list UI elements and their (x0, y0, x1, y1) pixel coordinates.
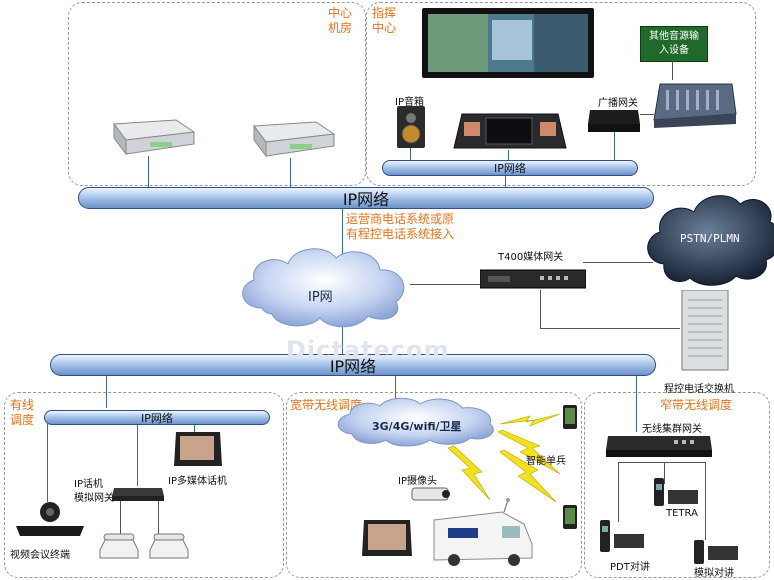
ip-multimedia-phone-icon (174, 432, 222, 466)
zone-label-command-center: 指挥 中心 (372, 6, 397, 35)
link-gw-phone1 (120, 500, 121, 534)
trunk-gateway-label: 无线集群网关 (642, 424, 702, 435)
lightning-bolt-4 (499, 413, 561, 427)
link-trunk-tetra (664, 462, 665, 484)
ip-network-command-label: IP网络 (494, 162, 526, 175)
link-speaker (410, 148, 411, 160)
ip-network-main-top: IP网络 (78, 187, 654, 209)
ip-camera-label: IP摄像头 (398, 476, 437, 487)
link-cmd-net (505, 176, 506, 188)
operator-access-label: 运营商电话系统或原 有程控电话系统接入 (346, 212, 455, 241)
zone-command-center (366, 2, 756, 186)
zone-label-broadband: 宽带无线调度 (290, 398, 363, 412)
pstn-cloud-label: PSTN/PLMN (680, 232, 740, 245)
zone-label-wired: 有线 调度 (10, 398, 35, 427)
tablet-terminal-icon (362, 520, 412, 556)
pbx-label: 程控电话交换机 (664, 384, 734, 395)
link-bottom-trunk (636, 376, 637, 432)
t400-gateway-icon (480, 269, 586, 289)
analog-radio-icon (694, 540, 738, 564)
link-server1 (148, 156, 149, 188)
link-top-cloud (342, 208, 343, 264)
lightning-bolt-2 (497, 429, 561, 475)
link-t400-pbx-h (540, 328, 680, 329)
ip-network-main-bottom-label: IP网络 (329, 357, 377, 376)
zone-label-center-room: 中心 机房 (328, 6, 353, 35)
trunk-gateway-icon (606, 436, 712, 457)
link-trunk-bus (618, 462, 706, 463)
pdt-radio-icon (600, 520, 644, 552)
link-cloud-t400 (410, 284, 482, 285)
ip-speaker-icon (397, 106, 425, 148)
ip-network-main-top-label: IP网络 (342, 190, 390, 209)
server-2-icon (253, 121, 336, 158)
lightning-bolt-3 (499, 449, 557, 503)
analog-phone-2-icon (149, 533, 189, 559)
broadcast-gateway-label: 广播网关 (598, 98, 638, 109)
ip-cloud-label: IP网 (308, 290, 333, 305)
tetra-radio-icon (654, 478, 698, 506)
link-bottom-wired (106, 376, 107, 408)
zone-wired (4, 392, 284, 578)
analog-phone-1-icon (99, 533, 139, 559)
link-bottom-wireless (395, 376, 396, 412)
zone-center-room (68, 2, 366, 186)
video-terminal-label: 视频会议终端 (10, 550, 70, 561)
pdt-label: PDT对讲 (610, 562, 650, 573)
link-server2 (290, 158, 291, 188)
ip-multimedia-phone-label: IP多媒体话机 (168, 476, 227, 487)
ip-phone-gateway-icon (112, 488, 164, 501)
link-wired-gateway (137, 424, 138, 486)
pstn-cloud-shape (647, 195, 774, 286)
t400-label: T400媒体网关 (498, 252, 564, 263)
smartphone-2-icon (563, 505, 577, 529)
ip-speaker-label: IP音箱 (395, 97, 424, 108)
analog-radio-label: 模拟对讲 (694, 568, 734, 579)
tetra-label: TETRA (666, 508, 698, 519)
link-audio-mixer (672, 60, 673, 80)
broadcast-gateway-icon (588, 110, 640, 132)
server-1-icon (113, 119, 196, 156)
ip-network-main-bottom: IP网络 (50, 354, 656, 376)
ip-network-wired-label: IP网络 (141, 411, 173, 425)
pbx-cabinet-icon (681, 290, 729, 371)
ip-network-command: IP网络 (382, 160, 638, 176)
other-audio-label: 其他音源输 入设备 (649, 31, 699, 56)
watermark: Dictatecom (286, 336, 450, 364)
zone-label-narrowband: 窄带无线调度 (660, 398, 733, 412)
link-cloud-bottom (342, 312, 343, 356)
lightning-bolt-1 (447, 445, 491, 501)
link-wired-video (47, 424, 48, 502)
smart-soldier-label: 智能单兵 (526, 456, 566, 467)
smartphone-1-icon (563, 405, 577, 429)
video-wall-icon (422, 8, 594, 78)
command-console-icon (453, 113, 567, 149)
link-t400-pbx-v (540, 290, 541, 328)
link-console (508, 150, 509, 160)
ip-cloud-shape (242, 248, 405, 328)
link-trunk-analog (705, 462, 706, 540)
ip-phone-gateway-label: IP话机 模拟网关 (74, 479, 114, 504)
video-terminal-icon (16, 502, 84, 536)
audio-mixer-icon (653, 83, 737, 128)
link-mixer-broadcast (640, 114, 654, 115)
command-vehicle-icon (433, 498, 533, 566)
ip-network-wired: IP网络 (44, 410, 270, 425)
zone-narrowband (584, 392, 770, 578)
link-wired-mmphone (194, 424, 195, 432)
link-trunk-pdt (618, 462, 619, 522)
link-broadcast (614, 132, 615, 160)
other-audio-box: 其他音源输 入设备 (640, 26, 708, 62)
wireless-cloud-shape (337, 397, 494, 447)
link-gw-phone2 (158, 500, 159, 534)
ip-camera-icon (411, 487, 450, 501)
wireless-cloud-label: 3G/4G/wifi/卫星 (372, 420, 462, 433)
zone-broadband (286, 392, 582, 578)
link-t400-pstn (583, 262, 653, 263)
